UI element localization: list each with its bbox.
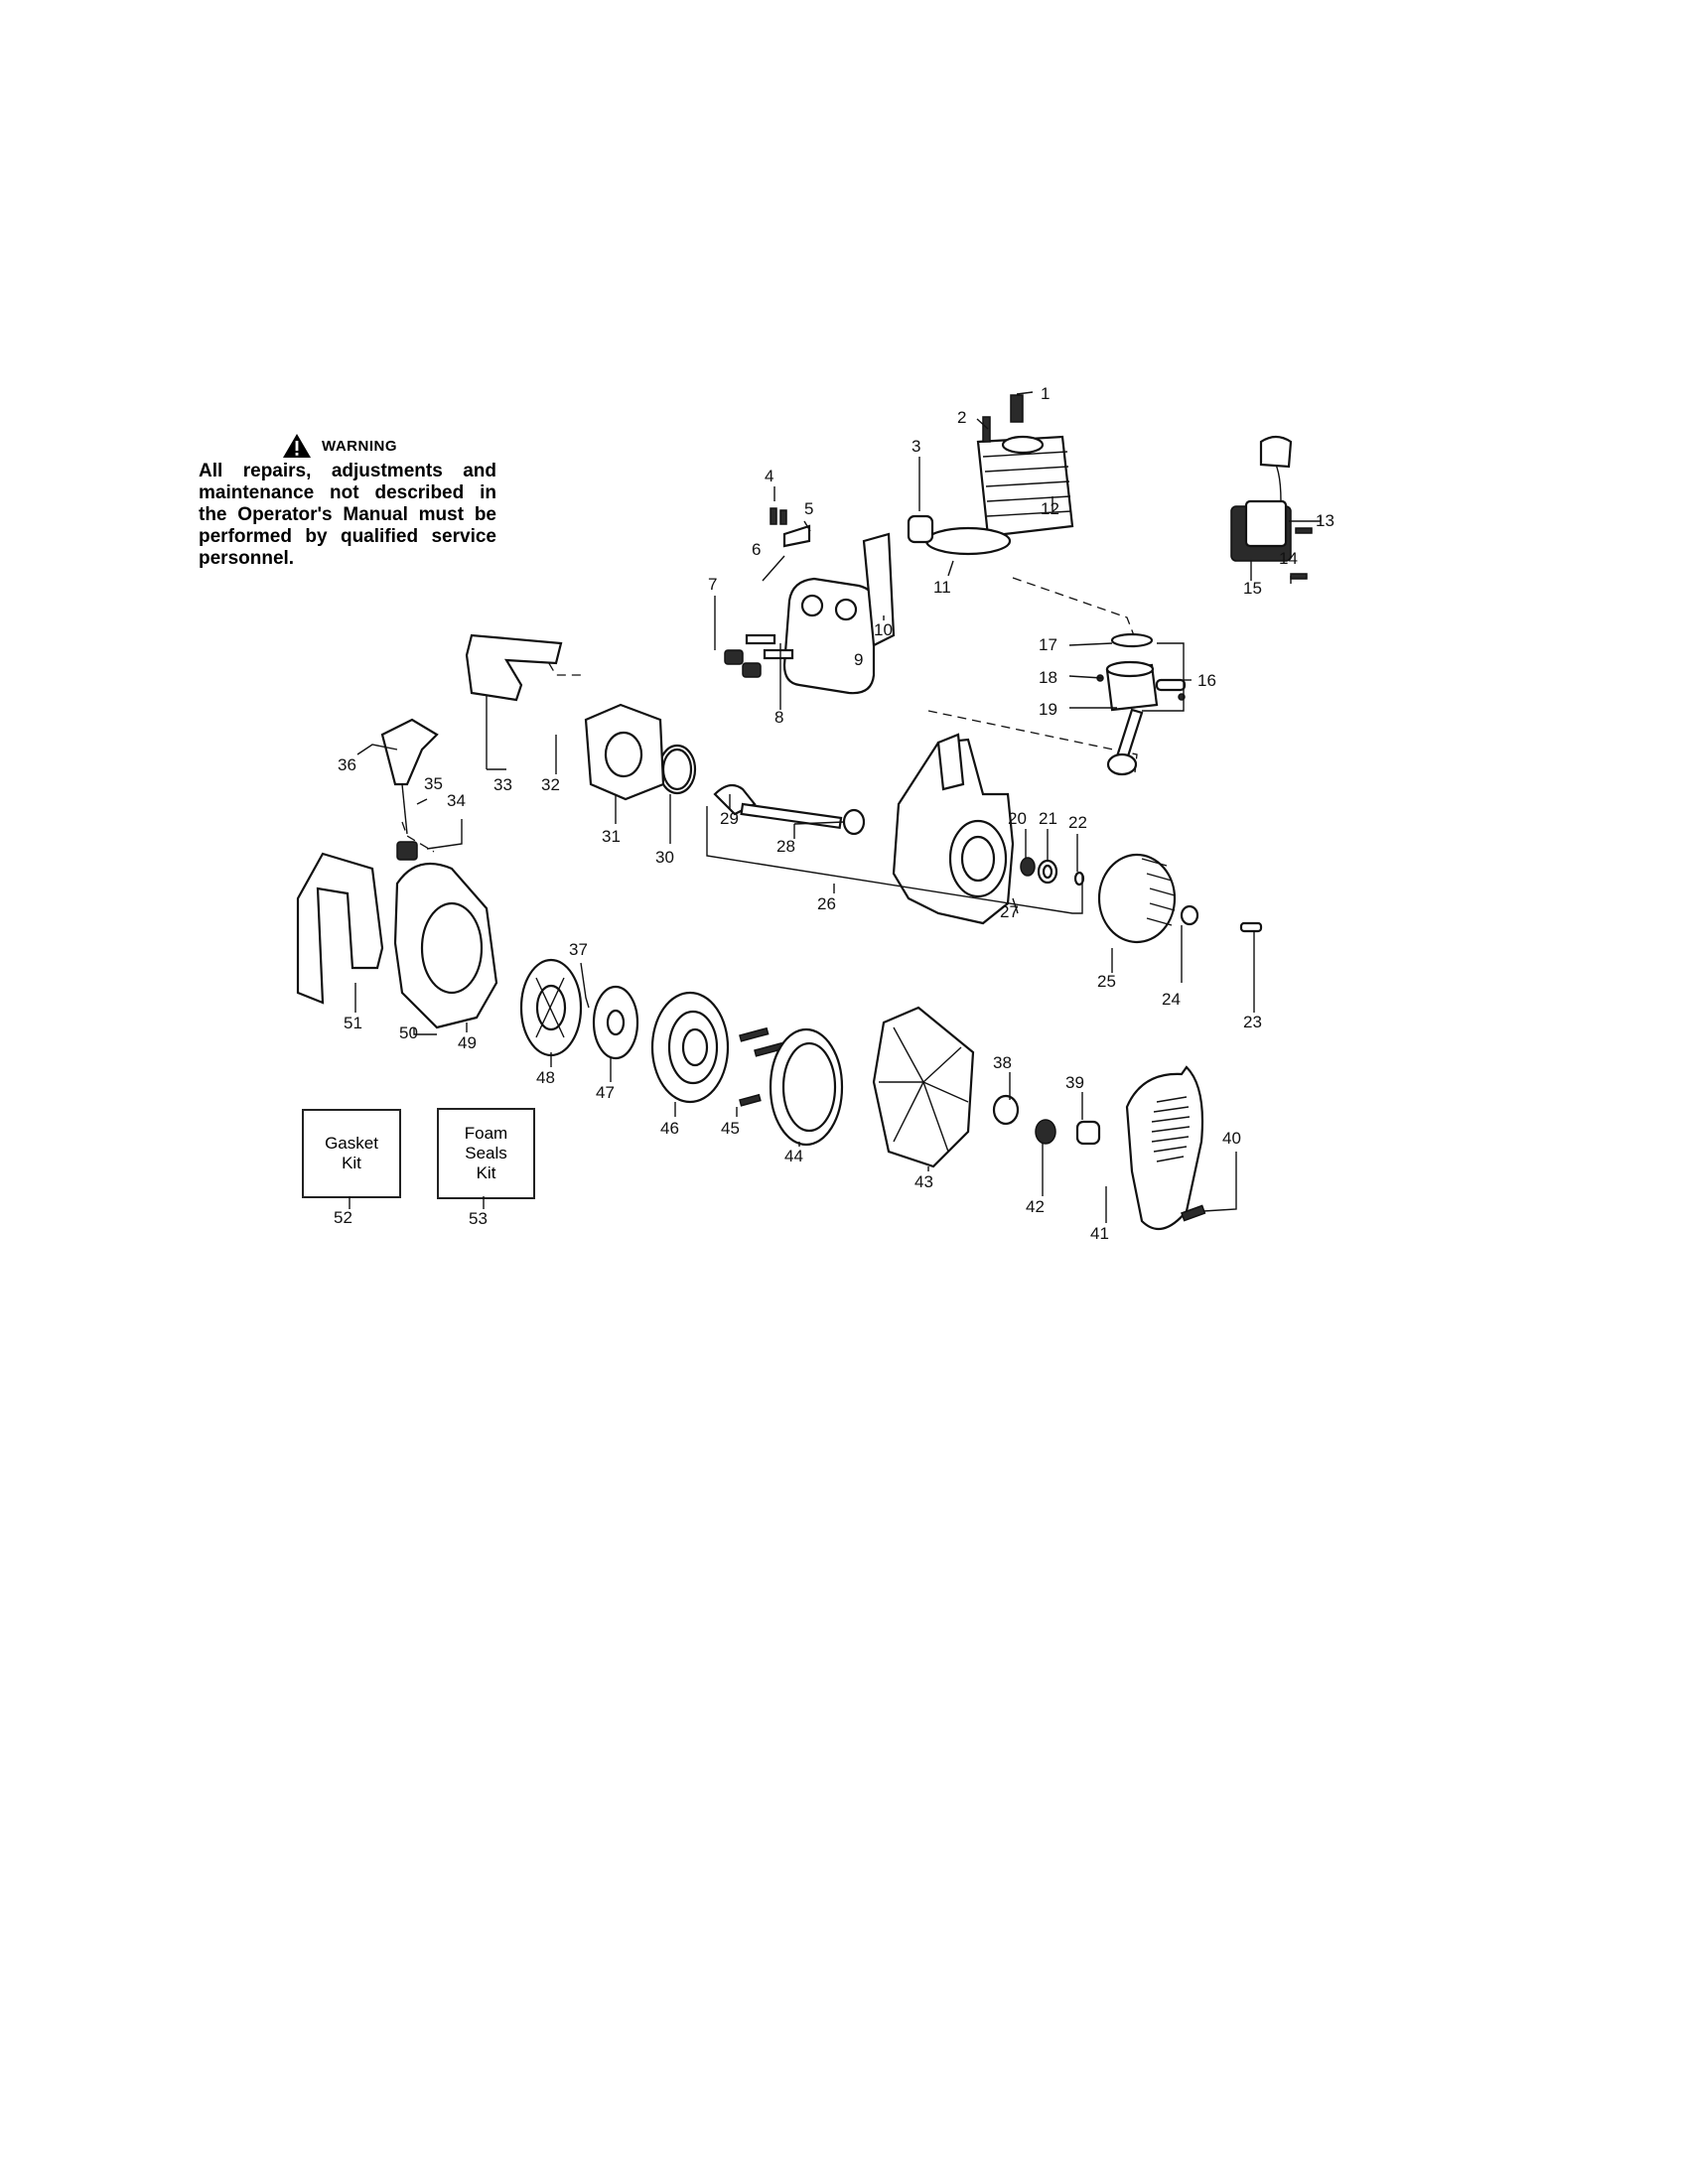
hex-nut-part <box>1075 1120 1101 1146</box>
callout-53: 53 <box>469 1209 488 1228</box>
callout-46: 46 <box>660 1119 679 1138</box>
warning-triangle-icon <box>283 434 311 458</box>
crankshaft-part <box>657 744 866 836</box>
fan-blade-part <box>872 1006 975 1168</box>
callout-25: 25 <box>1097 972 1116 991</box>
handle-part <box>296 852 384 1005</box>
piston-assembly-part <box>1096 632 1187 776</box>
callout-45: 45 <box>721 1119 740 1138</box>
callout-16: 16 <box>1197 671 1216 690</box>
flat-washer-part <box>992 1094 1020 1126</box>
gasket-kit-line1: Gasket <box>325 1134 378 1153</box>
callout-numbers: 1 2 3 4 5 6 7 8 9 10 11 12 13 14 15 16 1… <box>334 384 1334 1243</box>
callout-30: 30 <box>655 848 674 867</box>
callout-48: 48 <box>536 1068 555 1087</box>
callout-31: 31 <box>602 827 621 846</box>
recoil-starter-part <box>650 991 730 1104</box>
callout-22: 22 <box>1068 813 1087 832</box>
callout-11: 11 <box>933 578 951 597</box>
foam-kit-line2: Seals <box>465 1144 507 1162</box>
warning-text: All repairs, adjustments and maintenance… <box>199 461 496 569</box>
nut-part <box>1035 1119 1056 1145</box>
callout-23: 23 <box>1243 1013 1262 1031</box>
callout-5: 5 <box>804 499 813 518</box>
callout-27: 27 <box>1000 902 1019 921</box>
callout-28: 28 <box>776 837 795 856</box>
callout-37: 37 <box>569 940 588 959</box>
crankcase-part <box>892 733 1015 925</box>
callout-29: 29 <box>720 809 739 828</box>
warning-title: WARNING <box>322 437 397 455</box>
muffler-part <box>782 532 896 695</box>
callout-6: 6 <box>752 540 761 559</box>
callout-43: 43 <box>914 1172 933 1191</box>
callout-41: 41 <box>1090 1224 1109 1243</box>
gasket-part <box>924 526 1012 556</box>
callout-42: 42 <box>1026 1197 1045 1216</box>
callout-18: 18 <box>1039 668 1057 687</box>
throttle-trigger-part <box>380 718 439 861</box>
warning-notice: WARNING All repairs, adjustments and mai… <box>199 433 496 570</box>
callout-52: 52 <box>334 1208 352 1227</box>
callout-13: 13 <box>1316 511 1334 530</box>
callout-14: 14 <box>1279 549 1298 568</box>
foam-kit-line3: Kit <box>476 1163 496 1182</box>
callout-40: 40 <box>1222 1129 1241 1148</box>
callout-32: 32 <box>541 775 560 794</box>
callout-12: 12 <box>1041 499 1059 518</box>
ignition-module-part <box>1230 435 1313 580</box>
handle-bracket-part <box>465 633 563 702</box>
leader-lines <box>349 391 1322 1223</box>
callout-35: 35 <box>424 774 443 793</box>
callout-1: 1 <box>1041 384 1050 403</box>
blower-cover-part <box>1125 1065 1204 1231</box>
callout-33: 33 <box>493 775 512 794</box>
callout-9: 9 <box>854 650 863 669</box>
spacer-part <box>907 514 934 544</box>
callout-8: 8 <box>774 708 783 727</box>
callout-21: 21 <box>1039 809 1057 828</box>
callout-19: 19 <box>1039 700 1057 719</box>
callout-36: 36 <box>338 755 356 774</box>
fan-housing-part <box>393 862 498 1029</box>
callout-4: 4 <box>765 467 773 485</box>
callout-44: 44 <box>784 1147 803 1165</box>
callout-50: 50 <box>399 1024 418 1042</box>
cylinder-part <box>976 394 1074 538</box>
callout-17: 17 <box>1039 635 1057 654</box>
callout-34: 34 <box>447 791 466 810</box>
callout-38: 38 <box>993 1053 1012 1072</box>
foam-seals-kit-box: Foam Seals Kit <box>437 1108 535 1199</box>
callout-15: 15 <box>1243 579 1262 598</box>
bearing-parts <box>1020 857 1085 887</box>
callout-47: 47 <box>596 1083 615 1102</box>
foam-kit-line1: Foam <box>464 1124 508 1143</box>
callout-24: 24 <box>1162 990 1181 1009</box>
callout-10: 10 <box>874 620 893 639</box>
callout-51: 51 <box>344 1014 362 1032</box>
callout-39: 39 <box>1065 1073 1084 1092</box>
gasket-kit-line2: Kit <box>342 1154 361 1172</box>
callout-2: 2 <box>957 408 966 427</box>
flywheel-part <box>1097 853 1263 944</box>
impeller-part <box>519 958 583 1057</box>
gasket-kit-box: Gasket Kit <box>302 1109 401 1198</box>
callout-3: 3 <box>912 437 920 456</box>
muffler-screws <box>724 507 811 678</box>
callout-7: 7 <box>708 575 717 594</box>
callout-20: 20 <box>1008 809 1027 828</box>
callout-26: 26 <box>817 894 836 913</box>
callout-49: 49 <box>458 1033 477 1052</box>
